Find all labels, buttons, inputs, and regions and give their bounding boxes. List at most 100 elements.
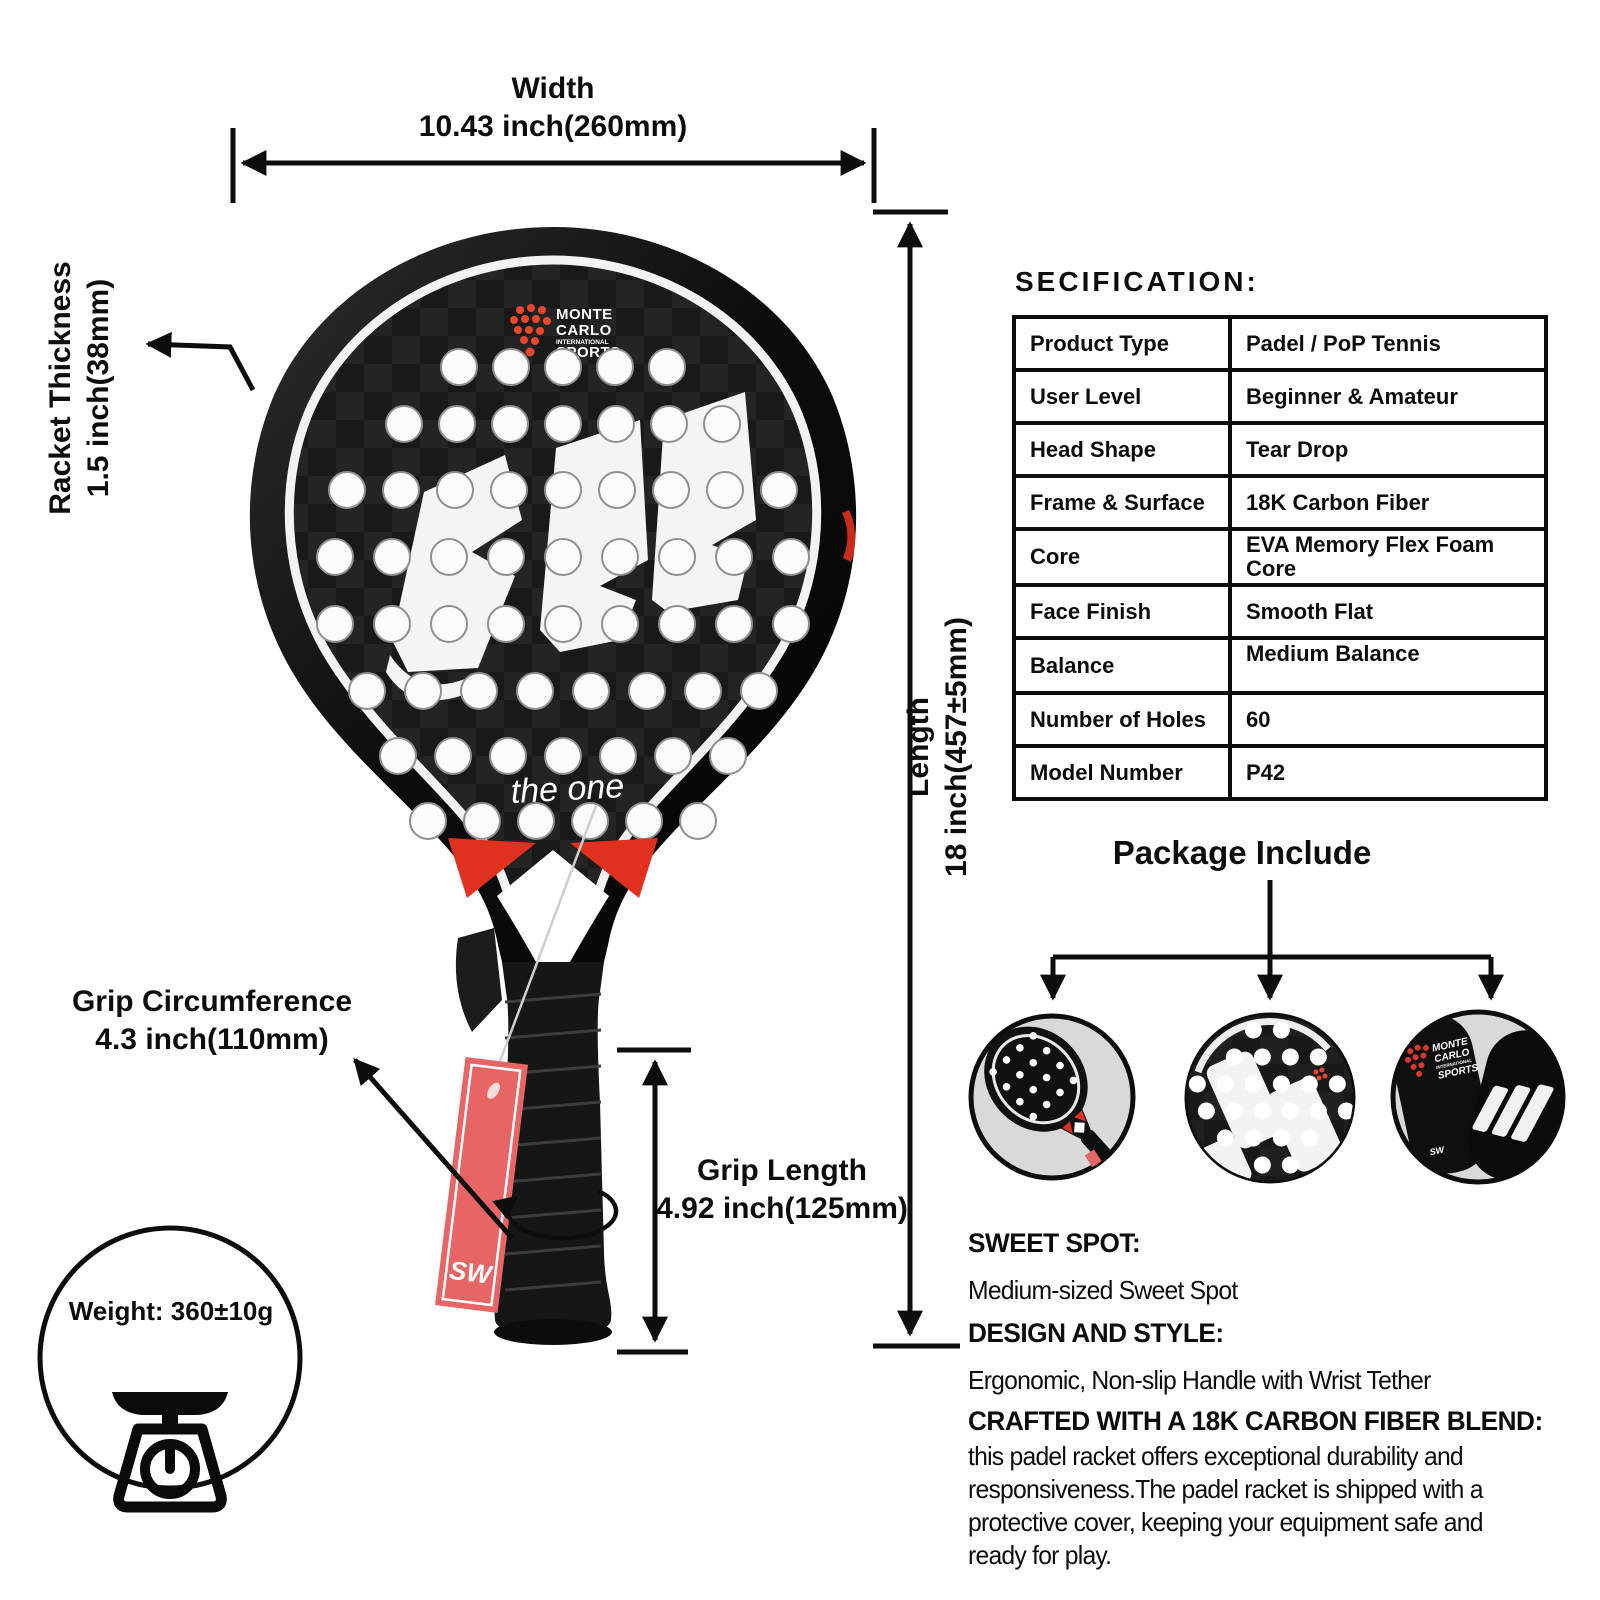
specification-title: SECIFICATION: [1015,266,1259,297]
racket-hole [1244,1075,1262,1093]
racket-hole [434,737,472,775]
racket-hole [1029,1058,1038,1067]
package-connectors [1040,880,1504,1001]
racket-hole [572,672,610,710]
spec-row: Head Shape Tear Drop [1012,421,1548,478]
racket-illustration: MONTE CARLO INTERNATIONAL SPORTS the one [249,227,857,1345]
spec-label: Frame & Surface [1012,474,1232,531]
racket-hole [740,672,778,710]
grip-length-dimension [617,1047,691,1355]
racket-hole [489,737,527,775]
racket-hole [658,538,696,576]
racket-hole [436,471,474,509]
racket-hole [1300,1075,1318,1093]
racket-hole [601,605,639,643]
racket-hole [715,605,753,643]
racket-hole [1281,1048,1299,1066]
racket-hole [1056,1088,1064,1097]
grip-wrap-line [504,1028,602,1040]
width-label: Width [511,72,595,105]
spec-row: Face Finish Smooth Flat [1012,583,1548,640]
racket-hole [1016,1097,1024,1106]
package-include-title: Package Include [1112,834,1372,871]
racket-hole [492,348,530,386]
racket-hole [654,737,692,775]
weight-badge [37,1225,303,1513]
thickness-label: Racket Thickness [44,261,77,515]
spec-row: Model Number P42 [1012,744,1548,801]
racket-hole [772,605,810,643]
racket-hole [1002,1083,1011,1091]
racket-hole [1225,1048,1243,1066]
grip-length-label: Grip Length [697,1154,867,1187]
spec-label: Balance [1012,636,1232,695]
spec-row: Frame & Surface 18K Carbon Fiber [1012,474,1548,531]
spec-row: Core EVA Memory Flex Foam Core [1012,527,1548,587]
racket-hole [648,348,686,386]
brand-line-3: INTERNATIONAL [556,339,609,346]
width-value: 10.43 inch(260mm) [418,110,688,143]
racket-hole [1272,1075,1290,1093]
wrist-strap [455,928,502,1032]
racket-hole [382,471,420,509]
racket-hole [373,605,411,643]
frame-red-accent [842,510,856,562]
racket-hole [1272,1129,1290,1147]
racket-hole [440,348,478,386]
racket-hole [760,471,798,509]
length-dimension-label: Length 18 inch(457±5mm) [900,567,976,927]
racket-hole [517,802,555,840]
racket-hole [658,605,696,643]
spec-value: 18K Carbon Fiber [1228,474,1548,531]
spec-row: User Level Beginner & Amateur [1012,368,1548,425]
spec-value: Padel / PoP Tennis [1228,315,1548,372]
throat-hole [497,850,609,962]
racket-hole [599,737,637,775]
width-dimension [230,128,877,203]
racket-hole [1281,1102,1299,1120]
throat [448,838,658,962]
hang-tag: SW [435,1057,529,1313]
racket-hole [316,605,354,643]
racket-hole [1281,1156,1299,1174]
length-value: 18 inch(457±5mm) [940,617,973,877]
tether-string [486,805,598,1093]
racket-hole [596,348,634,386]
racket-hole [316,538,354,576]
spec-value: Medium Balance [1228,636,1548,695]
racket-hole [1328,1075,1346,1093]
grip-wrap-line [504,1244,602,1256]
racket-hole [1002,1056,1011,1064]
racket-hole [679,802,717,840]
racket-hole [1244,1021,1262,1039]
spec-value: Tear Drop [1228,421,1548,478]
grip-circumference-label-block: Grip Circumference 4.3 inch(110mm) [40,983,384,1059]
spec-row: Product Type Padel / PoP Tennis [1012,315,1548,372]
racket-hole [544,471,582,509]
racket-hole [487,538,525,576]
feature-body-design: Ergonomic, Non-slip Handle with Wrist Te… [968,1365,1431,1395]
racket-hole [598,471,636,509]
racket-hole [628,672,666,710]
spec-value: Smooth Flat [1228,583,1548,640]
racket-hole [1188,1075,1206,1093]
closeup-brand-mark [1313,1067,1328,1081]
racket-hole [1016,1044,1024,1052]
racket-hole [1225,1102,1243,1120]
spec-row: Number of Holes 60 [1012,691,1548,748]
racket-hole [544,405,582,443]
racket-hole [625,802,663,840]
racket-hole [438,405,476,443]
grip-wrap-lines [504,992,602,1292]
spec-value: 60 [1228,691,1548,748]
spec-label: Number of Holes [1012,691,1232,748]
racket-hole [430,538,468,576]
racket-hole [1029,1085,1038,1094]
racket-hole [1253,1102,1271,1120]
racket-hole [1197,1102,1215,1120]
racket-hole [491,405,529,443]
grip-circumference-pointer [353,1058,619,1241]
racket-hole [516,672,554,710]
